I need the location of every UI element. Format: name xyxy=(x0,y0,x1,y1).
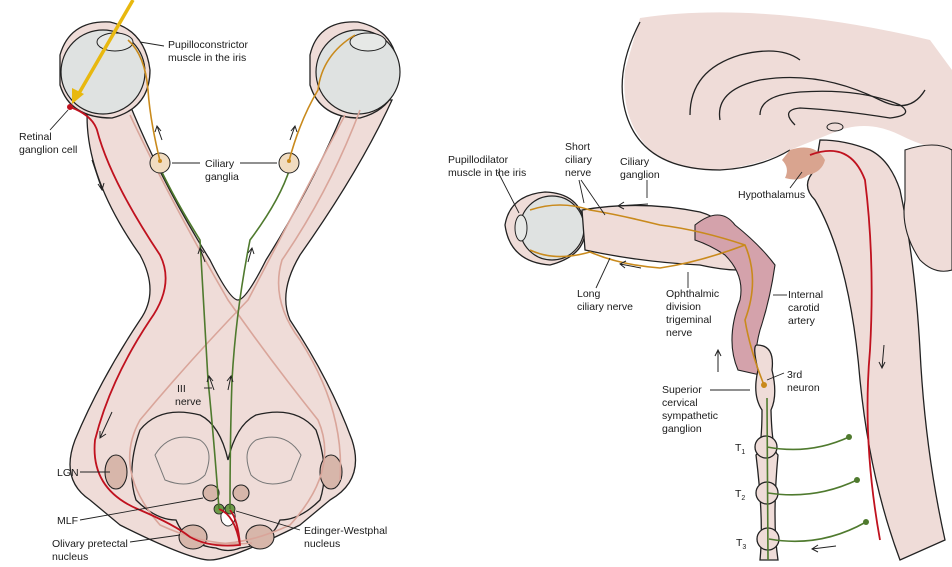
mlf-left xyxy=(202,484,220,502)
leader-mlf xyxy=(79,497,204,521)
short-ciliary-left xyxy=(127,39,161,162)
brain-ventricle xyxy=(826,122,844,132)
mlf-right xyxy=(232,484,250,502)
leader-long-ciliary xyxy=(595,257,611,289)
pink-tract-right-outer xyxy=(277,109,361,481)
label-lgn: LGN xyxy=(57,467,79,479)
direction-arrows-right xyxy=(617,201,886,553)
postganglionic-sympathetic xyxy=(529,204,765,386)
preganglionic-t1 xyxy=(766,397,850,561)
direction-arrows-left xyxy=(91,124,298,439)
left-eye xyxy=(59,21,151,119)
midbrain-inner-right xyxy=(246,436,302,485)
leader-third-neuron xyxy=(766,372,785,381)
leader-short-ciliary-a xyxy=(578,179,585,204)
leader-olivary xyxy=(129,534,181,543)
label-mlf: MLF xyxy=(57,515,78,527)
label-t3: T3 xyxy=(736,537,746,551)
retinal-ganglion-cell xyxy=(67,104,73,110)
t1-synapse xyxy=(846,434,852,440)
brain-outline xyxy=(621,21,791,171)
hypothalamus xyxy=(782,147,825,180)
leader-pupilloconstrictor xyxy=(139,41,165,47)
leader-retinal xyxy=(49,109,69,131)
label-t2: T2 xyxy=(735,488,745,502)
light-ray xyxy=(76,0,135,96)
t3-synapse xyxy=(863,519,869,525)
brain-gyrus-1 xyxy=(689,50,801,116)
midbrain-inner-left xyxy=(154,436,210,485)
pink-tract-right xyxy=(128,114,346,545)
leader-hypothalamus xyxy=(789,171,803,189)
hypothalamospinal-tract xyxy=(809,150,881,541)
afferent-red-path xyxy=(69,106,241,547)
short-ciliary-right xyxy=(288,34,356,162)
third-nerve-left xyxy=(159,167,220,510)
light-ray-arrowhead xyxy=(72,88,84,104)
label-t1: T1 xyxy=(735,442,745,456)
brain-hemisphere xyxy=(624,12,952,171)
pink-tract-left xyxy=(129,114,326,545)
preganglionic-t3 xyxy=(768,521,867,543)
brainstem-spinal-cord xyxy=(806,139,946,561)
t1-ganglion xyxy=(754,435,778,459)
label-hypothalamus: Hypothalamus xyxy=(738,189,805,201)
midbrain xyxy=(131,411,325,552)
cerebellum xyxy=(903,144,952,272)
leader-pupillodilator xyxy=(497,171,520,214)
t2-synapse xyxy=(854,477,860,483)
leader-edinger xyxy=(235,510,301,531)
leader-short-ciliary-b xyxy=(580,179,606,216)
corpus-callosum xyxy=(759,90,907,126)
preganglionic-t2 xyxy=(767,479,858,496)
lgn-right xyxy=(319,454,343,490)
right-eye xyxy=(309,21,401,119)
third-nerve-right xyxy=(229,167,291,510)
